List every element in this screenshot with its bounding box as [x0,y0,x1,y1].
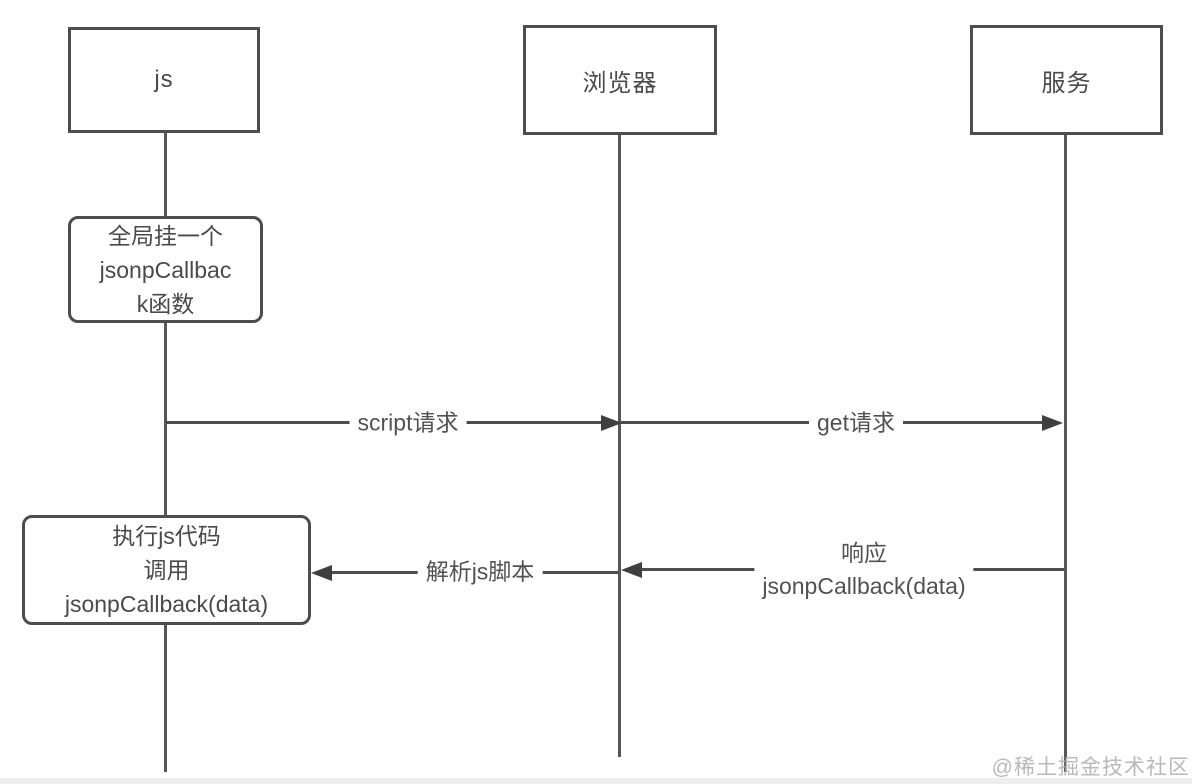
lifeline-server [1064,134,1067,772]
message-parse-script-text: 解析js脚本 [425,558,535,585]
note-global-callback: 全局挂一个 jsonpCallbac k函数 [68,216,263,323]
note-execute-callback-line-3: jsonpCallback(data) [64,591,269,617]
actor-server: 服务 [970,25,1163,135]
actor-browser-label: 浏览器 [582,69,658,97]
message-response-text-line-2: jsonpCallback(data) [762,573,966,599]
note-execute-callback-line-2: 调用 [143,557,190,583]
arrowhead-right-icon [1042,414,1063,431]
message-get-request-label: get请求 [809,406,903,440]
message-parse-script-label: 解析js脚本 [417,555,543,589]
arrowhead-left-icon [621,561,642,578]
note-global-callback-line-1: 全局挂一个 [108,222,223,249]
lifeline-browser [618,134,621,757]
note-execute-callback: 执行js代码 调用 jsonpCallback(data) [22,515,311,625]
arrowhead-right-icon [601,414,622,431]
bottom-edge-strip [0,778,1192,784]
message-response-text-line-1: 响应 [841,540,887,566]
message-script-request-label: script请求 [349,406,467,440]
actor-js: js [68,27,260,133]
note-global-callback-line-3: k函数 [136,290,195,317]
actor-browser: 浏览器 [523,25,717,135]
message-get-request-text: get请求 [817,409,895,436]
watermark: @稀土掘金技术社区 [991,756,1190,779]
arrowhead-left-icon [311,564,332,581]
lifeline-js [164,132,167,772]
note-global-callback-line-2: jsonpCallbac [99,256,232,283]
message-response-label: 响应 jsonpCallback(data) [754,537,974,603]
message-script-request-text: script请求 [357,409,459,436]
actor-server-label: 服务 [1041,69,1092,97]
actor-js-label: js [154,66,174,93]
note-execute-callback-line-1: 执行js代码 [112,523,221,549]
